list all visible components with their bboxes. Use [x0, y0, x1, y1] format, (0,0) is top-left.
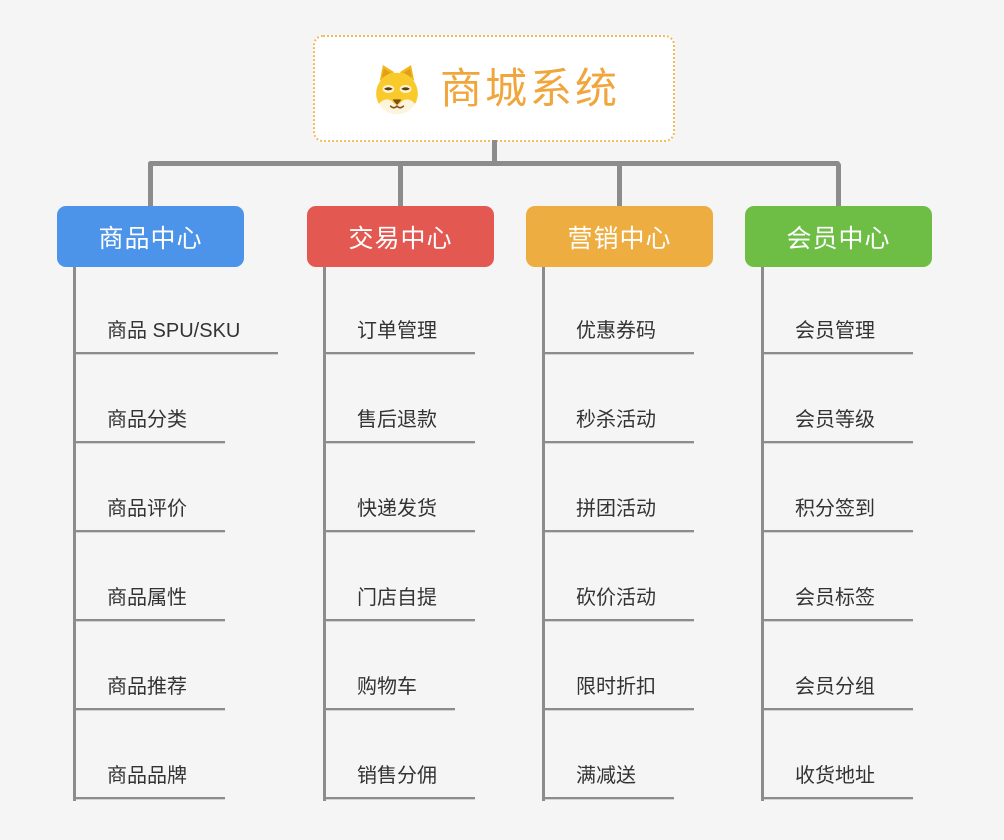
sub-item-node[interactable]: 砍价活动: [542, 532, 694, 621]
root-title: 商城系统: [439, 64, 620, 112]
sub-item-label: 商品 SPU/SKU: [73, 321, 279, 354]
connector-horizontal-bar: [148, 161, 840, 166]
sub-item-node[interactable]: 会员管理: [761, 265, 913, 354]
sub-item-label: 商品属性: [73, 588, 225, 621]
sub-item-node[interactable]: 销售分佣: [323, 710, 475, 799]
branch-items-product: 商品 SPU/SKU 商品分类 商品评价 商品属性 商品推荐 商品品牌: [73, 265, 279, 799]
sub-item-label: 砍价活动: [542, 588, 694, 621]
sub-item-label: 拼团活动: [542, 499, 694, 532]
branch-node-trade-center[interactable]: 交易中心: [307, 206, 494, 267]
branch-rail-member: [761, 267, 764, 801]
branch-node-marketing-center[interactable]: 营销中心: [526, 206, 713, 267]
sub-item-label: 购物车: [323, 677, 455, 710]
branch-node-member-center[interactable]: 会员中心: [745, 206, 932, 267]
sub-item-node[interactable]: 售后退款: [323, 354, 475, 443]
connector-drop-member: [836, 163, 841, 208]
sub-item-label: 满减送: [542, 766, 674, 799]
sub-item-node[interactable]: 拼团活动: [542, 443, 694, 532]
dog-icon: [376, 64, 418, 114]
sub-item-label: 售后退款: [323, 410, 475, 443]
root-node[interactable]: 商城系统: [313, 35, 675, 142]
sub-item-node[interactable]: 满减送: [542, 710, 694, 799]
sub-item-node[interactable]: 商品分类: [73, 354, 278, 443]
sub-item-node[interactable]: 商品属性: [73, 532, 278, 621]
sub-item-label: 销售分佣: [323, 766, 475, 799]
sub-item-node[interactable]: 订单管理: [323, 265, 475, 354]
sub-item-label: 商品分类: [73, 410, 225, 443]
sub-item-label: 门店自提: [323, 588, 475, 621]
sub-item-label: 优惠券码: [542, 321, 694, 354]
branch-rail-product: [73, 267, 76, 801]
sub-item-node[interactable]: 商品评价: [73, 443, 278, 532]
sub-item-node[interactable]: 秒杀活动: [542, 354, 694, 443]
branch-items-member: 会员管理 会员等级 积分签到 会员标签 会员分组 收货地址: [761, 265, 913, 799]
branch-node-product-center[interactable]: 商品中心: [57, 206, 244, 267]
sub-item-label: 限时折扣: [542, 677, 694, 710]
connector-root-stem: [492, 140, 497, 164]
sub-item-node[interactable]: 商品 SPU/SKU: [73, 265, 279, 354]
sub-item-label: 快递发货: [323, 499, 475, 532]
sub-item-label: 商品品牌: [73, 766, 225, 799]
branch-items-marketing: 优惠券码 秒杀活动 拼团活动 砍价活动 限时折扣 满减送: [542, 265, 694, 799]
sub-item-label: 会员等级: [761, 410, 913, 443]
sub-item-label: 收货地址: [761, 766, 913, 799]
sub-item-node[interactable]: 限时折扣: [542, 621, 694, 710]
sub-item-node[interactable]: 门店自提: [323, 532, 475, 621]
sub-item-node[interactable]: 收货地址: [761, 710, 913, 799]
branch-rail-trade: [323, 267, 326, 801]
sub-item-label: 订单管理: [323, 321, 475, 354]
sub-item-node[interactable]: 快递发货: [323, 443, 475, 532]
sub-item-node[interactable]: 商品品牌: [73, 710, 278, 799]
sub-item-label: 秒杀活动: [542, 410, 694, 443]
sub-item-node[interactable]: 积分签到: [761, 443, 913, 532]
sub-item-label: 会员管理: [761, 321, 913, 354]
branch-items-trade: 订单管理 售后退款 快递发货 门店自提 购物车 销售分佣: [323, 265, 475, 799]
sub-item-node[interactable]: 会员分组: [761, 621, 913, 710]
branch-rail-marketing: [542, 267, 545, 801]
connector-drop-product: [148, 163, 153, 208]
sub-item-node[interactable]: 优惠券码: [542, 265, 694, 354]
sub-item-label: 积分签到: [761, 499, 913, 532]
sub-item-label: 会员分组: [761, 677, 913, 710]
sub-item-node[interactable]: 购物车: [323, 621, 475, 710]
sub-item-label: 会员标签: [761, 588, 913, 621]
sub-item-node[interactable]: 商品推荐: [73, 621, 278, 710]
connector-drop-trade: [398, 163, 403, 208]
sub-item-node[interactable]: 会员等级: [761, 354, 913, 443]
sub-item-label: 商品评价: [73, 499, 225, 532]
sub-item-node[interactable]: 会员标签: [761, 532, 913, 621]
sub-item-label: 商品推荐: [73, 677, 225, 710]
connector-drop-marketing: [617, 163, 622, 208]
